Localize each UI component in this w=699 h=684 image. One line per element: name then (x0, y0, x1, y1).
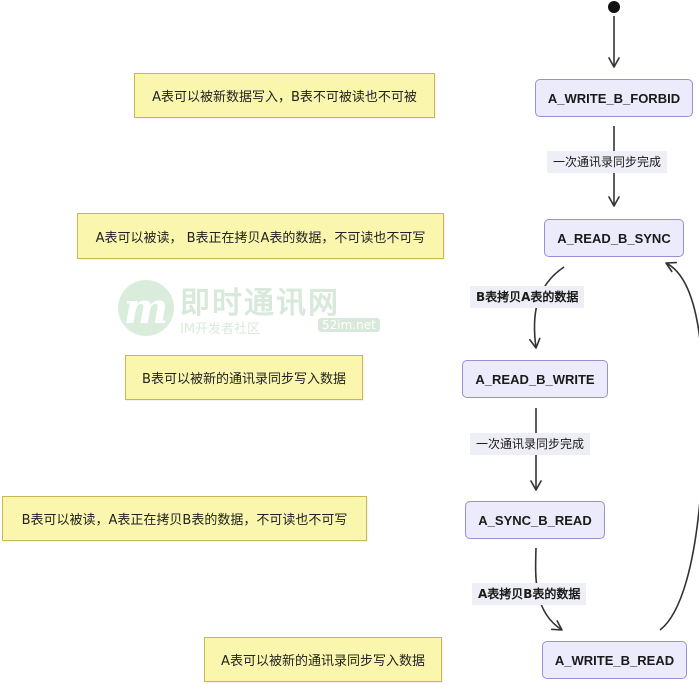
note-a-sync-b-read: B表可以被读，A表正在拷贝B表的数据，不可读也不可写 (2, 496, 367, 541)
watermark-title: 即时通讯网 (180, 286, 340, 321)
site-watermark: m 即时通讯网 IM开发者社区 52im.net (118, 276, 380, 346)
note-a-read-b-write: B表可以被新的通讯录同步写入数据 (125, 355, 363, 400)
watermark-domain: 52im.net (318, 318, 380, 332)
state-a-write-b-forbid[interactable]: A_WRITE_B_FORBID (535, 79, 693, 117)
edge-a-write-b-read-to-a-read-b-sync (659, 261, 699, 631)
note-a-write-b-read: A表可以被新的通讯录同步写入数据 (204, 637, 442, 682)
watermark-subtitle: IM开发者社区 (180, 322, 261, 337)
initial-state-dot (608, 1, 620, 13)
state-a-read-b-sync[interactable]: A_READ_B_SYNC (544, 219, 684, 257)
note-a-read-b-sync: A表可以被读， B表正在拷贝A表的数据，不可读也不可写 (77, 213, 444, 259)
state-a-write-b-read[interactable]: A_WRITE_B_READ (542, 641, 687, 679)
edge-label-sync-complete-1: 一次通讯录同步完成 (547, 151, 668, 173)
watermark-logo: m (118, 280, 174, 336)
edge-label-a-copies-b: A表拷贝B表的数据 (472, 583, 587, 605)
state-a-read-b-write[interactable]: A_READ_B_WRITE (462, 360, 608, 398)
note-a-write-b-forbid: A表可以被新数据写入，B表不可被读也不可被 (134, 73, 435, 118)
edge-label-sync-complete-2: 一次通讯录同步完成 (470, 433, 591, 455)
edge-label-b-copies-a: B表拷贝A表的数据 (470, 286, 585, 308)
state-a-sync-b-read[interactable]: A_SYNC_B_READ (465, 501, 605, 539)
